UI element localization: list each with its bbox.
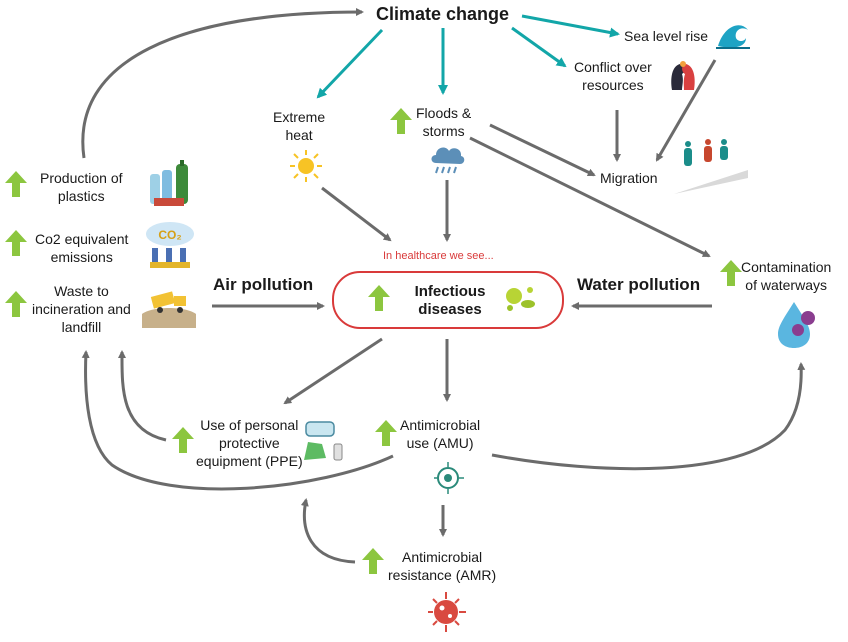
co2-factory-icon: CO₂ bbox=[146, 222, 194, 268]
water-pollution-label: Water pollution bbox=[577, 275, 701, 294]
antimicrobial-icon bbox=[434, 462, 464, 494]
increase-arrow-icon bbox=[362, 548, 384, 574]
co2-label: Co2 equivalent emissions bbox=[35, 231, 129, 266]
arrow-sealevel-to-migration bbox=[655, 59, 717, 162]
increase-arrow-icon bbox=[5, 230, 27, 256]
wave-icon bbox=[716, 25, 750, 49]
increase-arrow-icon bbox=[368, 285, 390, 311]
production-plastics-label: Production of plastics bbox=[40, 170, 123, 205]
arrow-heat-to-infectious bbox=[321, 186, 392, 242]
arrow-floods-to-contamination bbox=[469, 136, 711, 258]
sea-level-rise-label: Sea level rise bbox=[624, 28, 709, 44]
virus-icon bbox=[428, 592, 466, 632]
climate-change-label: Climate change bbox=[376, 4, 510, 24]
arrow-amu-to-waste bbox=[81, 350, 394, 491]
arrow-amr-to-ppe bbox=[300, 498, 356, 564]
co2-icon-text: CO₂ bbox=[158, 228, 181, 242]
air-pollution-label: Air pollution bbox=[213, 275, 314, 294]
arrow-infectious-to-ppe bbox=[283, 337, 383, 405]
increase-arrow-icon bbox=[5, 291, 27, 317]
increase-arrow-icon bbox=[720, 260, 742, 286]
waste-label: Waste to incineration and landfill bbox=[32, 283, 131, 336]
floods-label: Floods & storms bbox=[416, 105, 472, 140]
water-drop-virus-icon bbox=[778, 302, 815, 348]
amu-label: Antimicrobial use (AMU) bbox=[400, 417, 481, 452]
arrow-amu-to-contamination bbox=[491, 362, 806, 471]
increase-arrow-icon bbox=[375, 420, 397, 446]
arrow-ppe-to-waste bbox=[117, 350, 167, 442]
increase-arrow-icon bbox=[172, 427, 194, 453]
mask-gloves-icon bbox=[304, 421, 343, 461]
infectious-diseases-box bbox=[332, 271, 564, 329]
increase-arrow-icon bbox=[390, 108, 412, 134]
arrow-plastics-to-climate bbox=[81, 8, 364, 159]
conflict-label: Conflict over resources bbox=[574, 59, 652, 94]
arrow-climate-to-conflict bbox=[511, 26, 567, 68]
amr-label: Antimicrobial resistance (AMR) bbox=[388, 549, 497, 584]
increase-arrow-icon bbox=[5, 171, 27, 197]
bacteria-icon bbox=[506, 287, 535, 311]
conflict-heads-icon bbox=[671, 61, 695, 90]
arrow-climate-to-heat bbox=[316, 28, 384, 99]
dump-truck-icon bbox=[142, 291, 196, 328]
contamination-label: Contamination of waterways bbox=[741, 259, 832, 294]
migration-people-icon bbox=[674, 139, 748, 194]
migration-label: Migration bbox=[600, 170, 658, 186]
sun-icon bbox=[290, 150, 322, 182]
plastic-bottles-icon bbox=[150, 160, 188, 206]
extreme-heat-label: Extreme heat bbox=[273, 109, 326, 144]
storm-cloud-icon bbox=[431, 147, 465, 174]
arrow-floods-to-migration bbox=[489, 123, 596, 177]
ppe-label: Use of personal protective equipment (PP… bbox=[196, 417, 303, 470]
infectious-diseases-label: Infectious diseases bbox=[414, 283, 486, 318]
arrow-climate-to-sealevel bbox=[521, 14, 620, 38]
healthcare-note: In healthcare we see... bbox=[383, 250, 494, 262]
